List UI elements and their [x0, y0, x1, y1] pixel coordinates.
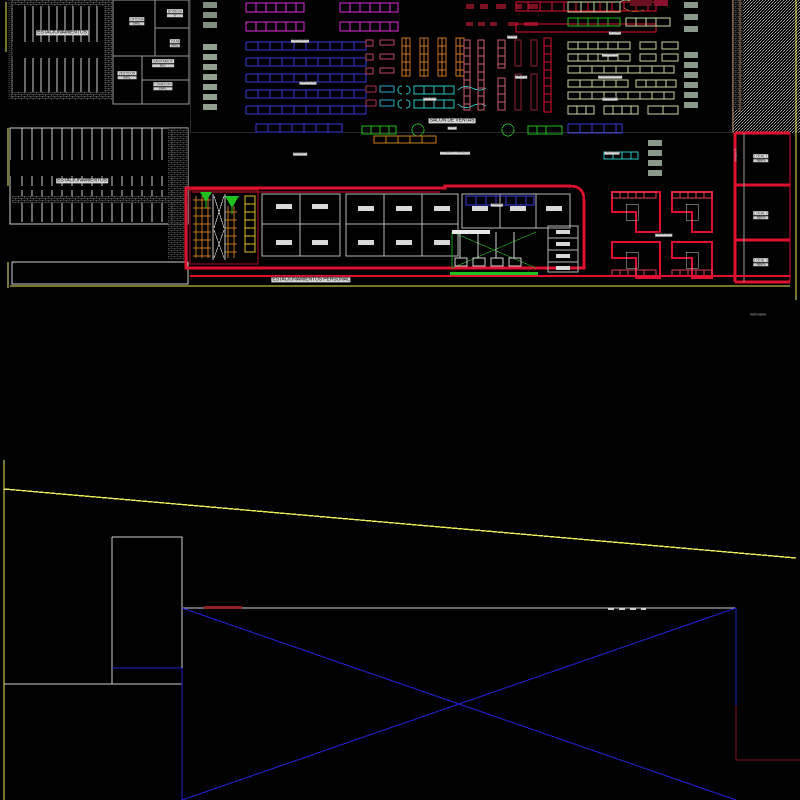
gondola-tag-column-left — [203, 2, 217, 110]
sidewalk-hatch-mid — [12, 128, 188, 260]
receiving-grid — [261, 193, 571, 257]
landscape-zone — [189, 189, 259, 265]
entrance-zone — [450, 230, 538, 275]
units-crimson — [365, 39, 395, 107]
ferreteria-blocks — [611, 191, 713, 279]
office-block — [112, 0, 190, 105]
unit-cyan-lower — [603, 151, 639, 160]
lower-section-group — [3, 460, 800, 800]
unit-orange-lower — [373, 135, 437, 144]
units-green-lower — [361, 123, 563, 137]
upper-plan-group — [5, 0, 800, 300]
tag-column-right — [648, 2, 698, 176]
displays-crimson-tall — [463, 37, 552, 113]
site-hatch-area — [732, 0, 800, 133]
gondolas-blue — [245, 41, 367, 115]
shelving-palegreen — [567, 0, 679, 115]
tag-column-crimson — [466, 4, 538, 26]
sidewalk-hatch-north — [8, 0, 112, 100]
gondolas-blue-lower — [255, 123, 623, 134]
gondolas-magenta — [245, 2, 399, 32]
rental-locals — [733, 131, 791, 284]
gondolas-orange — [401, 37, 465, 77]
parking-lot-north — [11, 1, 111, 99]
counters-cyan — [397, 85, 487, 109]
store-envelope — [189, 0, 733, 133]
side-storage — [547, 225, 579, 273]
boh-band — [184, 184, 586, 275]
parking-lot-mid — [9, 127, 189, 285]
